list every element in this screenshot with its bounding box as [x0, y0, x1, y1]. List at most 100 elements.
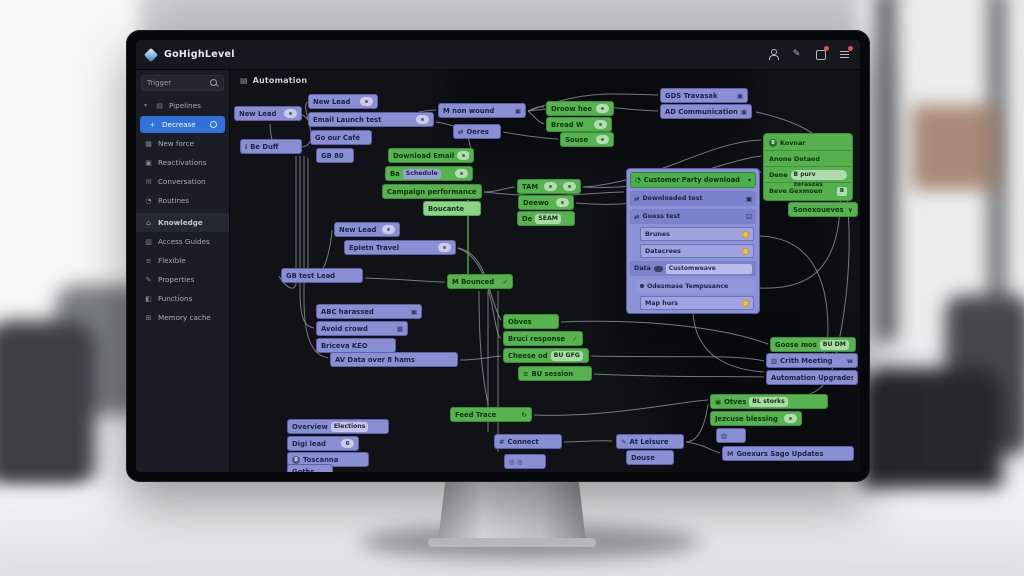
warning-dot-icon: [742, 247, 749, 255]
flow-node[interactable]: ≡BU session: [518, 366, 592, 381]
toggle-switch[interactable]: [653, 265, 663, 272]
warning-dot-icon: [742, 299, 749, 307]
node-label: GB 80: [321, 151, 344, 160]
node-label: Bread W: [551, 120, 584, 129]
flow-node[interactable]: Sonexoueves∨: [788, 202, 858, 217]
sidebar-item-routines[interactable]: ◔Routines: [136, 191, 229, 210]
flow-node[interactable]: Droow hee: [546, 101, 614, 116]
flow-node[interactable]: Epietn Travel: [344, 240, 456, 255]
flow-node[interactable]: Briceva KEO: [316, 338, 396, 353]
canvas-header: ▤ Automation: [240, 76, 307, 85]
sidebar-item-knowledge[interactable]: ⌂Knowledge: [136, 213, 229, 232]
flow-node[interactable]: ◎ ◎: [504, 454, 546, 469]
flow-node[interactable]: New Lead: [234, 106, 302, 121]
sidebar-item-new-force[interactable]: ▦New force: [136, 134, 229, 153]
panel-subnode[interactable]: Datacrees: [640, 244, 754, 258]
flow-node[interactable]: Email Launch test: [308, 112, 434, 127]
access-guides-icon: ▥: [145, 237, 152, 246]
panel-header[interactable]: ◔Customer Party download▾: [630, 172, 756, 188]
flow-node[interactable]: ⇄Oeres: [453, 124, 501, 139]
flow-node[interactable]: Campaign performance: [382, 184, 482, 199]
sidebar-item-flexible[interactable]: ≡Flexible: [136, 251, 229, 270]
node-label: Avoid crowd: [321, 324, 368, 333]
flow-node[interactable]: ▥: [716, 428, 746, 443]
flow-node[interactable]: Avoid crowd▦: [316, 321, 408, 336]
flow-node[interactable]: New Lead: [334, 222, 400, 237]
flow-node[interactable]: ABC harassed▣: [316, 304, 422, 319]
flow-node[interactable]: ✎At Leisure: [616, 434, 684, 449]
flow-node[interactable]: Boucante: [423, 201, 481, 216]
sidebar-item-pipelines[interactable]: ▾▤Pipelines: [136, 96, 229, 115]
flow-node[interactable]: Souse: [560, 132, 614, 147]
flow-node[interactable]: Go our Café: [310, 130, 372, 145]
flow-node[interactable]: #Connect: [494, 434, 562, 449]
panel-row[interactable]: Odesmase Tempusance: [636, 279, 754, 293]
count-badge: 8: [292, 455, 300, 464]
sidebar-item-decrease[interactable]: +Decrease: [140, 116, 225, 133]
menu-icon[interactable]: [839, 46, 853, 60]
panel-row[interactable]: ⇄Guess test☑: [630, 209, 756, 224]
new-force-icon: ▦: [145, 139, 152, 148]
row-icon: ⇄: [634, 212, 640, 221]
flow-node[interactable]: AD Communication▣: [660, 104, 752, 119]
flow-node[interactable]: M Bounced✓: [447, 274, 513, 289]
node-badge: [556, 198, 569, 207]
flow-node[interactable]: M non wound▣: [438, 103, 526, 118]
node-badge: [416, 115, 429, 124]
brand-title: GoHighLevel: [164, 49, 235, 60]
user-icon[interactable]: [767, 49, 779, 60]
flow-node[interactable]: GB 80: [316, 148, 354, 163]
apps-icon[interactable]: [815, 46, 829, 60]
flow-node[interactable]: Automation Upgrades: [766, 370, 858, 385]
node-label: Ba: [390, 169, 400, 178]
flow-node[interactable]: AV Data over 8 hams: [330, 352, 458, 367]
node-badge: [382, 225, 395, 234]
row-label: Downloaded test: [642, 195, 703, 202]
panel-row[interactable]: ⇄Downloaded test▣: [630, 191, 756, 206]
sidebar-item-reactivations[interactable]: ▣Reactivations: [136, 153, 229, 172]
sidebar-item-conversation[interactable]: ✉Conversation: [136, 172, 229, 191]
flow-node[interactable]: Goths: [287, 464, 333, 472]
flow-node[interactable]: Obves: [503, 314, 559, 329]
flow-node[interactable]: Douse: [626, 450, 674, 465]
workflow-group-panel[interactable]: ◔Customer Party download▾⇄Downloaded tes…: [626, 168, 760, 314]
sidebar-item-properties[interactable]: ✎Properties: [136, 270, 229, 289]
trigger-search-input[interactable]: Trigger: [141, 75, 224, 91]
panel-row[interactable]: Anone Detaed: [765, 151, 851, 167]
panel-subnode[interactable]: Brunes: [640, 227, 754, 241]
flow-node[interactable]: Bruci response✓: [503, 331, 583, 346]
flow-node[interactable]: GB test Lead: [281, 268, 363, 283]
sidebar-item-access-guides[interactable]: ▥Access Guides: [136, 232, 229, 251]
topbar-icons: ✎: [767, 46, 853, 60]
sidebar-item-memory-cache[interactable]: ⊞Memory cache: [136, 308, 229, 327]
sidebar-item-functions[interactable]: ◧Functions: [136, 289, 229, 308]
flow-node[interactable]: Download Email: [388, 148, 474, 163]
node-pill: Schedule: [402, 168, 441, 179]
flow-node[interactable]: TAM: [517, 179, 581, 194]
flow-node[interactable]: Bread W: [546, 117, 612, 132]
flow-node[interactable]: Deewo: [518, 195, 574, 210]
pencil-icon[interactable]: ✎: [792, 49, 801, 59]
properties-icon: ✎: [145, 275, 152, 284]
flow-node[interactable]: Jezcuse blessing: [710, 411, 802, 426]
flow-node[interactable]: GDS Travasak▣: [660, 88, 748, 103]
panel-subnode[interactable]: Map hurs: [640, 296, 754, 310]
flow-node[interactable]: New Lead: [308, 94, 378, 109]
flow-node[interactable]: Feed Trace↻: [450, 407, 532, 422]
bullet-icon: [640, 284, 644, 288]
